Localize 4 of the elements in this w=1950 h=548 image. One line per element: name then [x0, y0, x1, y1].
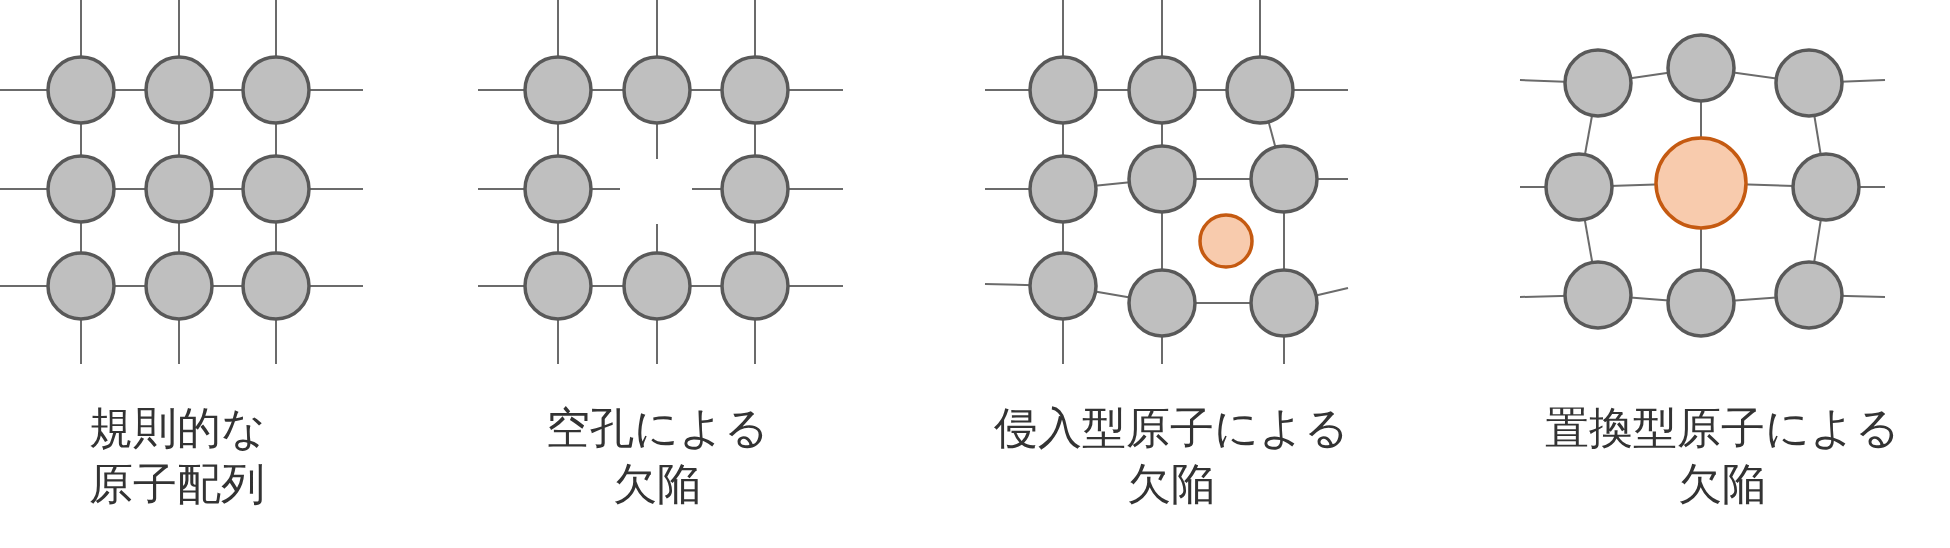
caption: 規則的な原子配列	[87, 401, 267, 511]
caption: 置換型原子による欠陥	[1543, 401, 1901, 511]
caption: 侵入型原子による欠陥	[992, 401, 1350, 511]
caption: 空孔による欠陥	[544, 401, 770, 511]
